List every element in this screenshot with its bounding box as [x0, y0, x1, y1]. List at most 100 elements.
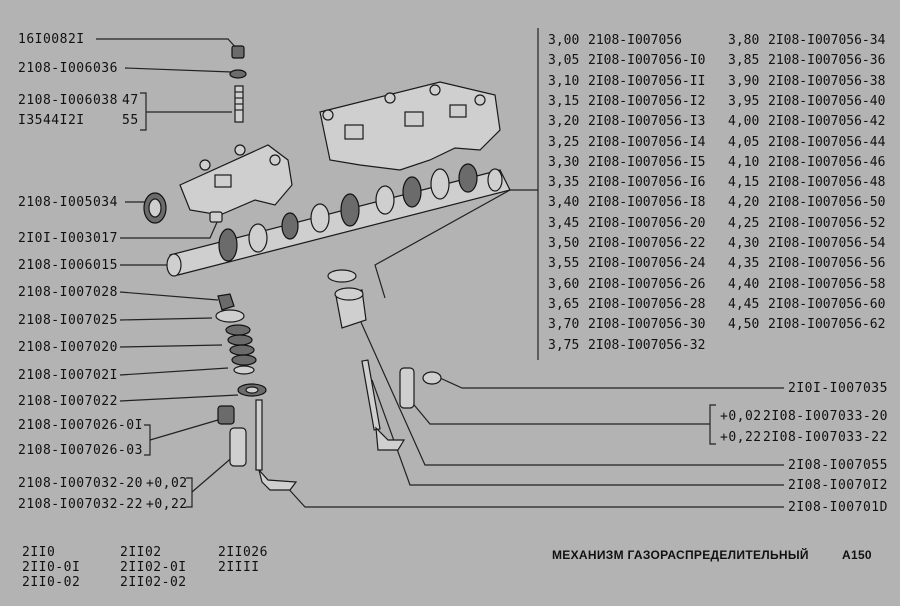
shim-code-cell: 2I08-I007056-60: [768, 296, 886, 312]
shim-code-cell: 2I08-I007056-20: [588, 215, 706, 231]
guide-right-part: [399, 367, 415, 409]
model-2II02-0I: 2II02-0I: [120, 560, 187, 575]
label-2108-I007022: 2108-I007022: [18, 394, 118, 409]
shim-thickness-cell: 3,25: [548, 134, 580, 150]
shim-code-cell: 2I08-I007056-42: [768, 114, 886, 130]
label-size-plus-022: +0,22: [146, 497, 188, 512]
label-length-55: 55: [122, 113, 139, 128]
label-2I08-I007055: 2I08-I007055: [788, 458, 888, 473]
shim-thickness-cell: 3,20: [548, 114, 580, 130]
label-2108-I005034: 2108-I005034: [18, 195, 118, 210]
label-2108-I006036: 2108-I006036: [18, 61, 118, 76]
label-2I08-I0070I2: 2I08-I0070I2: [788, 478, 888, 493]
shim-thickness-cell: 4,00: [728, 114, 760, 130]
valve-keeper-part: [217, 293, 235, 311]
page-number: A150: [842, 548, 872, 562]
shim-code-cell: 2I08-I007056-56: [768, 256, 886, 272]
shim-code-cell: 2I08-I007056-62: [768, 317, 886, 333]
shim-thickness-cell: 4,45: [728, 296, 760, 312]
shim-thickness-cell: 4,10: [728, 154, 760, 170]
shim-code-cell: 2I08-I007056-24: [588, 256, 706, 272]
shim-code-cell: 2I08-I007056-50: [768, 195, 886, 211]
shim-thickness-cell: 3,65: [548, 296, 580, 312]
shim-code-cell: 2I08-I007056-I5: [588, 154, 706, 170]
label-16I0082I: 16I0082I: [18, 32, 85, 47]
nut-part: [231, 45, 245, 59]
label-2108-I007025: 2108-I007025: [18, 313, 118, 328]
label-length-47: 47: [122, 93, 139, 108]
shim-thickness-cell: 3,80: [728, 33, 760, 48]
model-2II026: 2II026: [218, 545, 268, 560]
label-2I08-I007033-22: 2I08-I007033-22: [763, 430, 888, 445]
label-2I0I-I003017: 2I0I-I003017: [18, 231, 118, 246]
leader-lines-left: [96, 38, 239, 508]
shim-code-cell: 2I08-I007056-54: [768, 236, 886, 251]
model-2II02-02: 2II02-02: [120, 575, 187, 590]
shim-thickness-cell: 3,55: [548, 256, 580, 272]
shim-thickness-cell: 3,15: [548, 93, 580, 109]
shim-code-cell: 2I08-I007056-I6: [588, 175, 706, 191]
spring-plate-part: [215, 309, 245, 323]
label-2I08-I007033-20: 2I08-I007033-20: [763, 409, 888, 424]
label-2108-I007026-0I: 2108-I007026-0I: [18, 418, 143, 433]
model-2II0: 2II0: [22, 545, 56, 560]
shim-thickness-cell: 3,75: [548, 337, 580, 353]
label-2108-I007032-22: 2108-I007032-22: [18, 497, 143, 512]
shim-thickness-cell: 3,30: [548, 154, 580, 170]
model-2IIII: 2IIII: [218, 560, 260, 575]
label-I3544I2I: I3544I2I: [18, 113, 85, 128]
shim-thickness-cell: 3,70: [548, 317, 580, 333]
shim-code-cell: 2I08-I007056-46: [768, 154, 886, 170]
leader-lines-right: [284, 28, 784, 508]
label-size-right-002: +0,02: [720, 409, 762, 424]
label-size-right-022: +0,22: [720, 430, 762, 445]
shim-code-cell: 2I08-I007056-48: [768, 175, 886, 191]
shim-code-cell: 2I08-I007056-38: [768, 73, 886, 89]
shim-code-cell: 2I08-I007056-28: [588, 296, 706, 312]
washer-part: [229, 69, 247, 79]
label-2I08-I00701D: 2I08-I00701D: [788, 500, 888, 515]
shim-thickness-cell: 3,40: [548, 195, 580, 211]
shim-thickness-cell: 3,85: [728, 53, 760, 69]
spring-washer-part: [237, 383, 267, 397]
shim-code-cell: 2I08-I007056-I2: [588, 93, 706, 109]
stud-part: [234, 85, 244, 123]
shim-code-cell: 2I08-I007056-II: [588, 73, 706, 89]
shim-thickness-cell: 3,95: [728, 93, 760, 109]
shim-code-cell: 2I08-I007056-I3: [588, 114, 706, 130]
label-2108-I006015: 2108-I006015: [18, 258, 118, 273]
page-title: МЕХАНИЗМ ГАЗОРАСПРЕДЕЛИТЕЛЬНЫЙ: [552, 548, 809, 562]
shim-code-cell: 2I08-I007056-40: [768, 93, 886, 109]
camshaft-part: [166, 163, 511, 277]
shim-thickness-cell: 3,05: [548, 53, 580, 69]
shim-code-cell: 2I08-I007056-26: [588, 276, 706, 292]
shim-thickness-cell: 3,35: [548, 175, 580, 191]
shim-code-cell: 2I08-I007056-I0: [588, 53, 706, 69]
shim-code-cell: 2I08-I007056-I8: [588, 195, 706, 211]
shim-thickness-cell: 3,60: [548, 276, 580, 292]
shim-code-cell: 2I08-I007056-58: [768, 276, 886, 292]
oil-seal-part: [143, 192, 167, 224]
shim-code-cell: 2I08-I007056-52: [768, 215, 886, 231]
shim-code-cell: 2I08-I007056-34: [768, 33, 886, 48]
shim-thickness-cell: 4,40: [728, 276, 760, 292]
shim-thickness-cell: 3,90: [728, 73, 760, 89]
label-2108-I007028: 2108-I007028: [18, 285, 118, 300]
shim-thickness-cell: 3,10: [548, 73, 580, 89]
exhaust-valve-part: [361, 359, 406, 451]
shim-code-cell: 2108-I007056-36: [768, 53, 886, 69]
shim-thickness-cell: 3,00: [548, 33, 580, 48]
shim-thickness-cell: 4,25: [728, 215, 760, 231]
label-2108-I007026-03: 2108-I007026-03: [18, 443, 143, 458]
shim-code-cell: 2108-I007056: [588, 33, 682, 48]
valve-spring-part: [225, 324, 257, 366]
bearing-cap-rear: [319, 81, 501, 171]
shim-thickness-cell: 4,15: [728, 175, 760, 191]
shim-code-cell: 2I08-I007056-22: [588, 236, 706, 251]
tappet-part: [334, 287, 367, 329]
label-2108-I006038: 2108-I006038: [18, 93, 118, 108]
shim-thickness-cell: 3,50: [548, 236, 580, 251]
plug-part: [209, 211, 223, 223]
shim-thickness-cell: 4,35: [728, 256, 760, 272]
